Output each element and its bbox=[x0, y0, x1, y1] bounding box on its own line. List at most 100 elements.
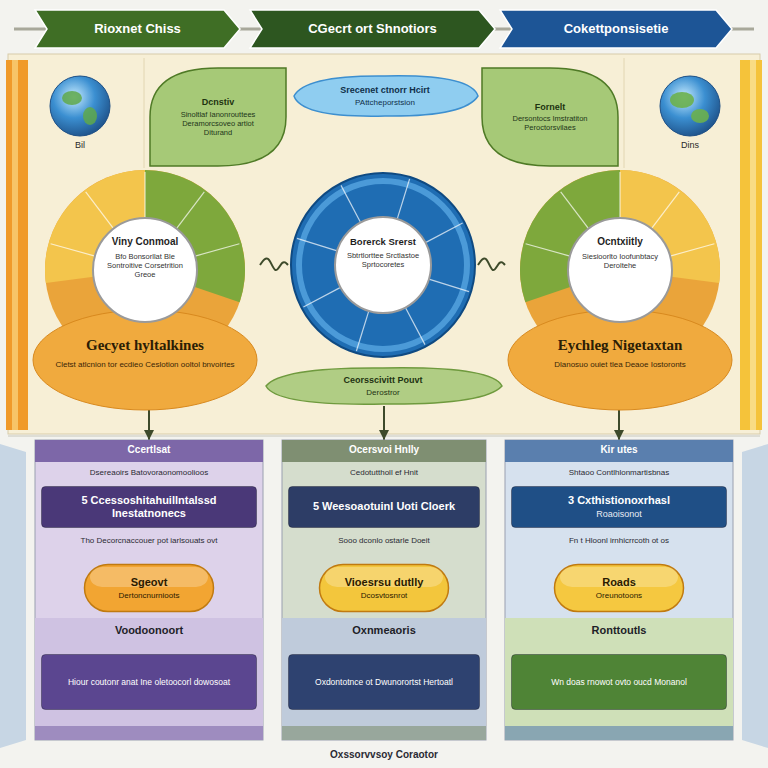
column-lower bbox=[505, 618, 733, 740]
side-strip bbox=[740, 60, 762, 430]
inner-disc bbox=[568, 218, 672, 322]
segment-line bbox=[526, 244, 570, 256]
segment-line bbox=[425, 223, 462, 243]
node-title: Sgeovt bbox=[96, 576, 202, 589]
node-title: Roads bbox=[566, 576, 672, 589]
node-outline bbox=[319, 564, 449, 612]
footer-box: Wn doas rnowot ovto oucd Monanol bbox=[511, 654, 727, 710]
node-text: Roaoisonot bbox=[521, 509, 717, 520]
segment-line bbox=[651, 192, 679, 229]
node-text: Fn t Hloonl irnhicrrcoth ot os bbox=[513, 536, 725, 546]
pill-box: RoadsOreunotoons bbox=[554, 564, 684, 612]
node-text: Dlanosuo ouiet tlea Deaoe Iostoronts bbox=[530, 360, 710, 370]
node-text: Oreunotoons bbox=[566, 591, 672, 601]
node-text: Tho Decorcnaccouer pot iarlsouats ovt bbox=[43, 536, 255, 546]
box-shape bbox=[42, 655, 257, 710]
column-strip bbox=[35, 440, 263, 462]
pill-box: Vioesrsu dutllyDcosvtosnrot bbox=[319, 564, 449, 612]
node-title: Viny Conmoal bbox=[96, 236, 194, 248]
segment-line bbox=[397, 179, 409, 219]
column-strip bbox=[282, 440, 486, 462]
globe-land bbox=[670, 92, 694, 108]
side-panel bbox=[0, 444, 26, 748]
node-title: Hiour coutonr anat Ine oletoocorl dowoso… bbox=[53, 677, 245, 687]
column-ground bbox=[35, 440, 263, 740]
node-title: 3 Cxthistionoxrhasl bbox=[521, 494, 717, 507]
node-outline bbox=[511, 486, 727, 528]
box-shape bbox=[42, 487, 257, 528]
node-title: Dcnstiv bbox=[170, 97, 266, 108]
segment-line bbox=[619, 172, 620, 218]
node-text: Shtaoo Contlhlonmartisbnas bbox=[513, 468, 725, 478]
node-title: Srecenet ctnorr Hcirt bbox=[316, 85, 454, 96]
segment-line bbox=[176, 192, 204, 229]
segment-line bbox=[51, 244, 95, 256]
leaf-shape bbox=[150, 68, 286, 166]
header-banner: Cokettponsisetie bbox=[500, 10, 732, 48]
node-title: Wn doas rnowot ovto oucd Monanol bbox=[523, 677, 715, 687]
segment-line bbox=[195, 244, 239, 256]
section-band: 5 Weesoaotuinl Uoti Cloerk bbox=[288, 486, 480, 528]
inner-disc bbox=[335, 217, 431, 313]
caption: Oxssorvvsoy Coraotor bbox=[200, 749, 568, 761]
segment-line bbox=[429, 279, 469, 291]
column-strip bbox=[505, 440, 733, 462]
globe-land bbox=[62, 91, 82, 105]
arrow-connector bbox=[618, 410, 620, 440]
box-shape bbox=[289, 487, 480, 528]
column-panel: Kir utesShtaoo Contlhlonmartisbnas Fn t H… bbox=[505, 440, 733, 740]
wavy-connector bbox=[478, 258, 505, 270]
node-outline bbox=[505, 170, 735, 410]
node-text: Sooo dconlo ostarle Doeit bbox=[290, 536, 478, 546]
node-outline bbox=[290, 74, 480, 118]
node-text: PAttcheporstsion bbox=[316, 98, 454, 108]
column-lower bbox=[35, 618, 263, 740]
node-title: Fornelt bbox=[502, 102, 598, 113]
node-text: Dcosvtosnrot bbox=[331, 591, 437, 601]
footer-box: Oxdontotnce ot Dwunorortst Hertoatl bbox=[288, 654, 480, 710]
node-title: Kir utes bbox=[511, 444, 727, 456]
column-lower bbox=[282, 618, 486, 740]
section-band: 3 CxthistionoxrhaslRoaoisonot bbox=[511, 486, 727, 528]
node-text: Voodoonoort bbox=[43, 624, 255, 637]
side-panel bbox=[742, 444, 768, 748]
globe-label: Dins bbox=[658, 140, 722, 151]
banner-shape bbox=[500, 10, 732, 48]
segment-line bbox=[405, 307, 425, 344]
segment-line bbox=[144, 172, 145, 218]
arrow-connector bbox=[383, 406, 385, 440]
banner-shape bbox=[250, 10, 495, 48]
node-text: Cedotuttholl ef Hnit bbox=[290, 468, 478, 478]
pill-shape bbox=[85, 565, 214, 612]
pill-shape bbox=[555, 565, 684, 612]
side-strip bbox=[750, 60, 756, 430]
node-title: Oxdontotnce ot Dwunorortst Hertoatl bbox=[300, 677, 468, 687]
panel-divider bbox=[144, 58, 145, 168]
node-title: Ceorsscivitt Pouvt bbox=[290, 375, 476, 386]
circle-base bbox=[508, 310, 732, 410]
segment-line bbox=[670, 244, 714, 256]
node-title: Cokettponsisetie bbox=[524, 21, 708, 37]
node-outline bbox=[30, 170, 260, 410]
node-outline bbox=[554, 564, 684, 612]
segment-line bbox=[297, 238, 337, 250]
node-text: Sinoltlaf Ianonrouttees Deramorcsoveo ar… bbox=[170, 110, 266, 137]
panel-divider bbox=[624, 58, 625, 168]
box-shape bbox=[512, 487, 727, 528]
side-strip bbox=[6, 60, 28, 430]
node-title: Ocersvoi Hnlly bbox=[288, 444, 480, 456]
footer-box: Hiour coutonr anat Ine oletoocorl dowoso… bbox=[41, 654, 257, 710]
side-strip bbox=[12, 60, 18, 430]
node-title: Ccertlsat bbox=[41, 444, 257, 456]
leaf-callout: ForneltDersontocs Imstratiton Peroctorsv… bbox=[482, 68, 618, 166]
brush-shape bbox=[266, 368, 502, 404]
segment-circle: Borerck SrerstSbtrtlorttee Srctlastoe Sp… bbox=[288, 170, 478, 360]
node-text: Siesioorlto Ioofunbtacy Deroltehe bbox=[573, 252, 667, 270]
pill-shape bbox=[320, 565, 449, 612]
circle-base bbox=[33, 310, 257, 410]
node-outline bbox=[84, 564, 214, 612]
pill-box: SgeovtDertoncnurnioots bbox=[84, 564, 214, 612]
box-shape bbox=[289, 655, 480, 710]
brush-banner: Ceorsscivitt PouvtDerostror bbox=[262, 366, 504, 406]
